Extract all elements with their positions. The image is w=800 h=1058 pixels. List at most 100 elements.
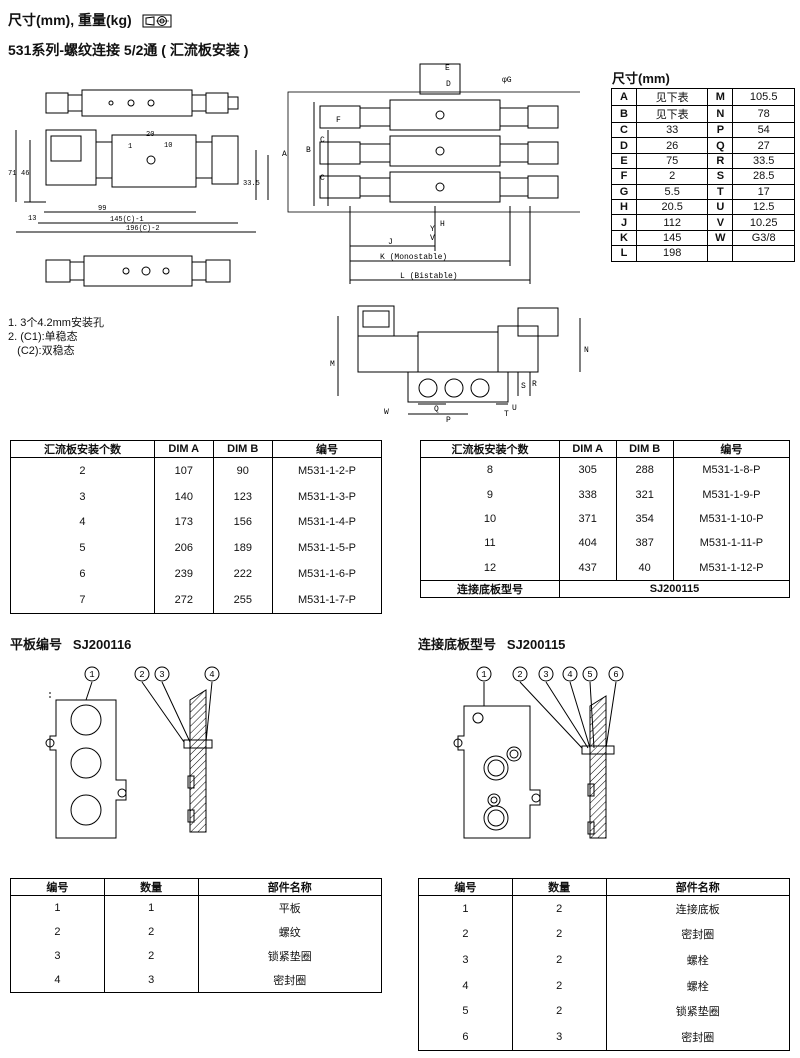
table-cell: 11 (484, 537, 496, 550)
table-cell: 锁紧垫圈 (605, 998, 790, 1024)
dim-value: 198 (635, 245, 709, 262)
table-cell: 8 (486, 464, 494, 477)
table-cell: 2 (103, 944, 199, 968)
col-header-code: 编号 (672, 440, 790, 458)
dim-letter: M (707, 88, 734, 106)
col-header-part: 部件名称 (197, 878, 382, 896)
callout-1: 1 (481, 670, 486, 680)
dim-letter: W (707, 229, 734, 247)
dim-label-196-c2: 196(C)-2 (126, 225, 160, 233)
dim-label-l: L (Bistable) (400, 272, 458, 281)
table-cell: M531-1-3-P (271, 483, 382, 510)
table-cell: 3 (79, 490, 86, 503)
table-cell: 107 (153, 457, 214, 484)
dim-letter: D (611, 137, 637, 154)
col-header-part: 部件名称 (605, 878, 790, 896)
dim-letter: V (707, 214, 734, 231)
col-header-dim-a: DIM A (558, 440, 617, 458)
dim-label-c2: C (320, 174, 325, 183)
dim-label-k: K (Monostable) (380, 253, 447, 262)
callout-4: 4 (567, 670, 572, 680)
table-cell: 3 (462, 953, 469, 966)
dim-value (732, 245, 795, 262)
dim-letter: C (611, 121, 637, 139)
table-cell: 173 (153, 509, 214, 536)
table-cell: 2 (79, 464, 86, 477)
dim-letter: K (611, 229, 637, 247)
table-cell: 189 (212, 535, 273, 562)
table-cell: 3 (103, 968, 199, 993)
table-cell: 2 (462, 928, 469, 941)
table-cell: 6 (462, 1030, 469, 1043)
table-cell: 3 (511, 1023, 607, 1051)
valve-end-drawing: M N R S Q P T U W (330, 305, 589, 425)
table-cell: M531-1-10-P (672, 506, 790, 532)
col-header-dim-b: DIM B (615, 440, 674, 458)
table-cell: M531-1-12-P (672, 555, 790, 581)
dim-letter: E (611, 152, 637, 170)
callout-3: 3 (543, 670, 548, 680)
dim-letter: Q (707, 137, 734, 154)
dim-value: 33.5 (732, 152, 795, 170)
table-cell: 3 (54, 950, 61, 962)
dim-label-h: H (440, 220, 445, 229)
table-cell: 2 (511, 947, 607, 973)
dim-label-99: 99 (98, 205, 106, 213)
dim-label-33-5: 33.5 (243, 180, 260, 188)
dim-value: 12.5 (732, 198, 795, 216)
dim-value: 28.5 (732, 168, 795, 185)
dim-label-t: T (504, 410, 509, 419)
table-cell: 2 (511, 998, 607, 1024)
dim-label-phi-g: φG (502, 76, 512, 85)
table-cell: 206 (153, 535, 214, 562)
base-model-label: 连接底板型号 (420, 579, 560, 598)
table-cell: 9 (486, 488, 494, 501)
table-cell: M531-1-11-P (672, 531, 790, 556)
dim-letter: G (611, 183, 637, 200)
table-cell: 239 (153, 561, 214, 587)
dim-label-c1: C (320, 136, 325, 145)
table-cell: 密封圈 (197, 968, 382, 993)
dim-letter: T (707, 183, 734, 200)
base-plate-drawing: 1 2 3 4 5 6 (453, 666, 624, 839)
dim-value: 17 (732, 183, 795, 200)
table-cell: 255 (212, 586, 273, 614)
callout-1: 1 (89, 670, 94, 680)
dim-label-s: S (521, 382, 526, 391)
dim-label-m: M (330, 360, 335, 369)
table-cell: 387 (615, 531, 674, 556)
flat-plate-drawing: 1 2 3 4 (45, 666, 220, 839)
table-cell: 2 (511, 895, 607, 922)
dim-value: 10.25 (732, 214, 795, 231)
table-cell: 4 (54, 974, 61, 986)
valve-bottom-view (45, 255, 231, 287)
table-cell: M531-1-7-P (271, 586, 382, 614)
table-cell: 90 (212, 457, 273, 484)
dim-label-p: P (446, 416, 451, 425)
table-cell: 5 (462, 1005, 469, 1018)
table-cell: 272 (153, 586, 214, 614)
table-cell: 305 (558, 457, 617, 483)
callout-2: 2 (139, 670, 144, 680)
dim-value: 见下表 (635, 105, 709, 123)
table-cell: 2 (511, 921, 607, 948)
table-cell: 156 (212, 509, 273, 536)
